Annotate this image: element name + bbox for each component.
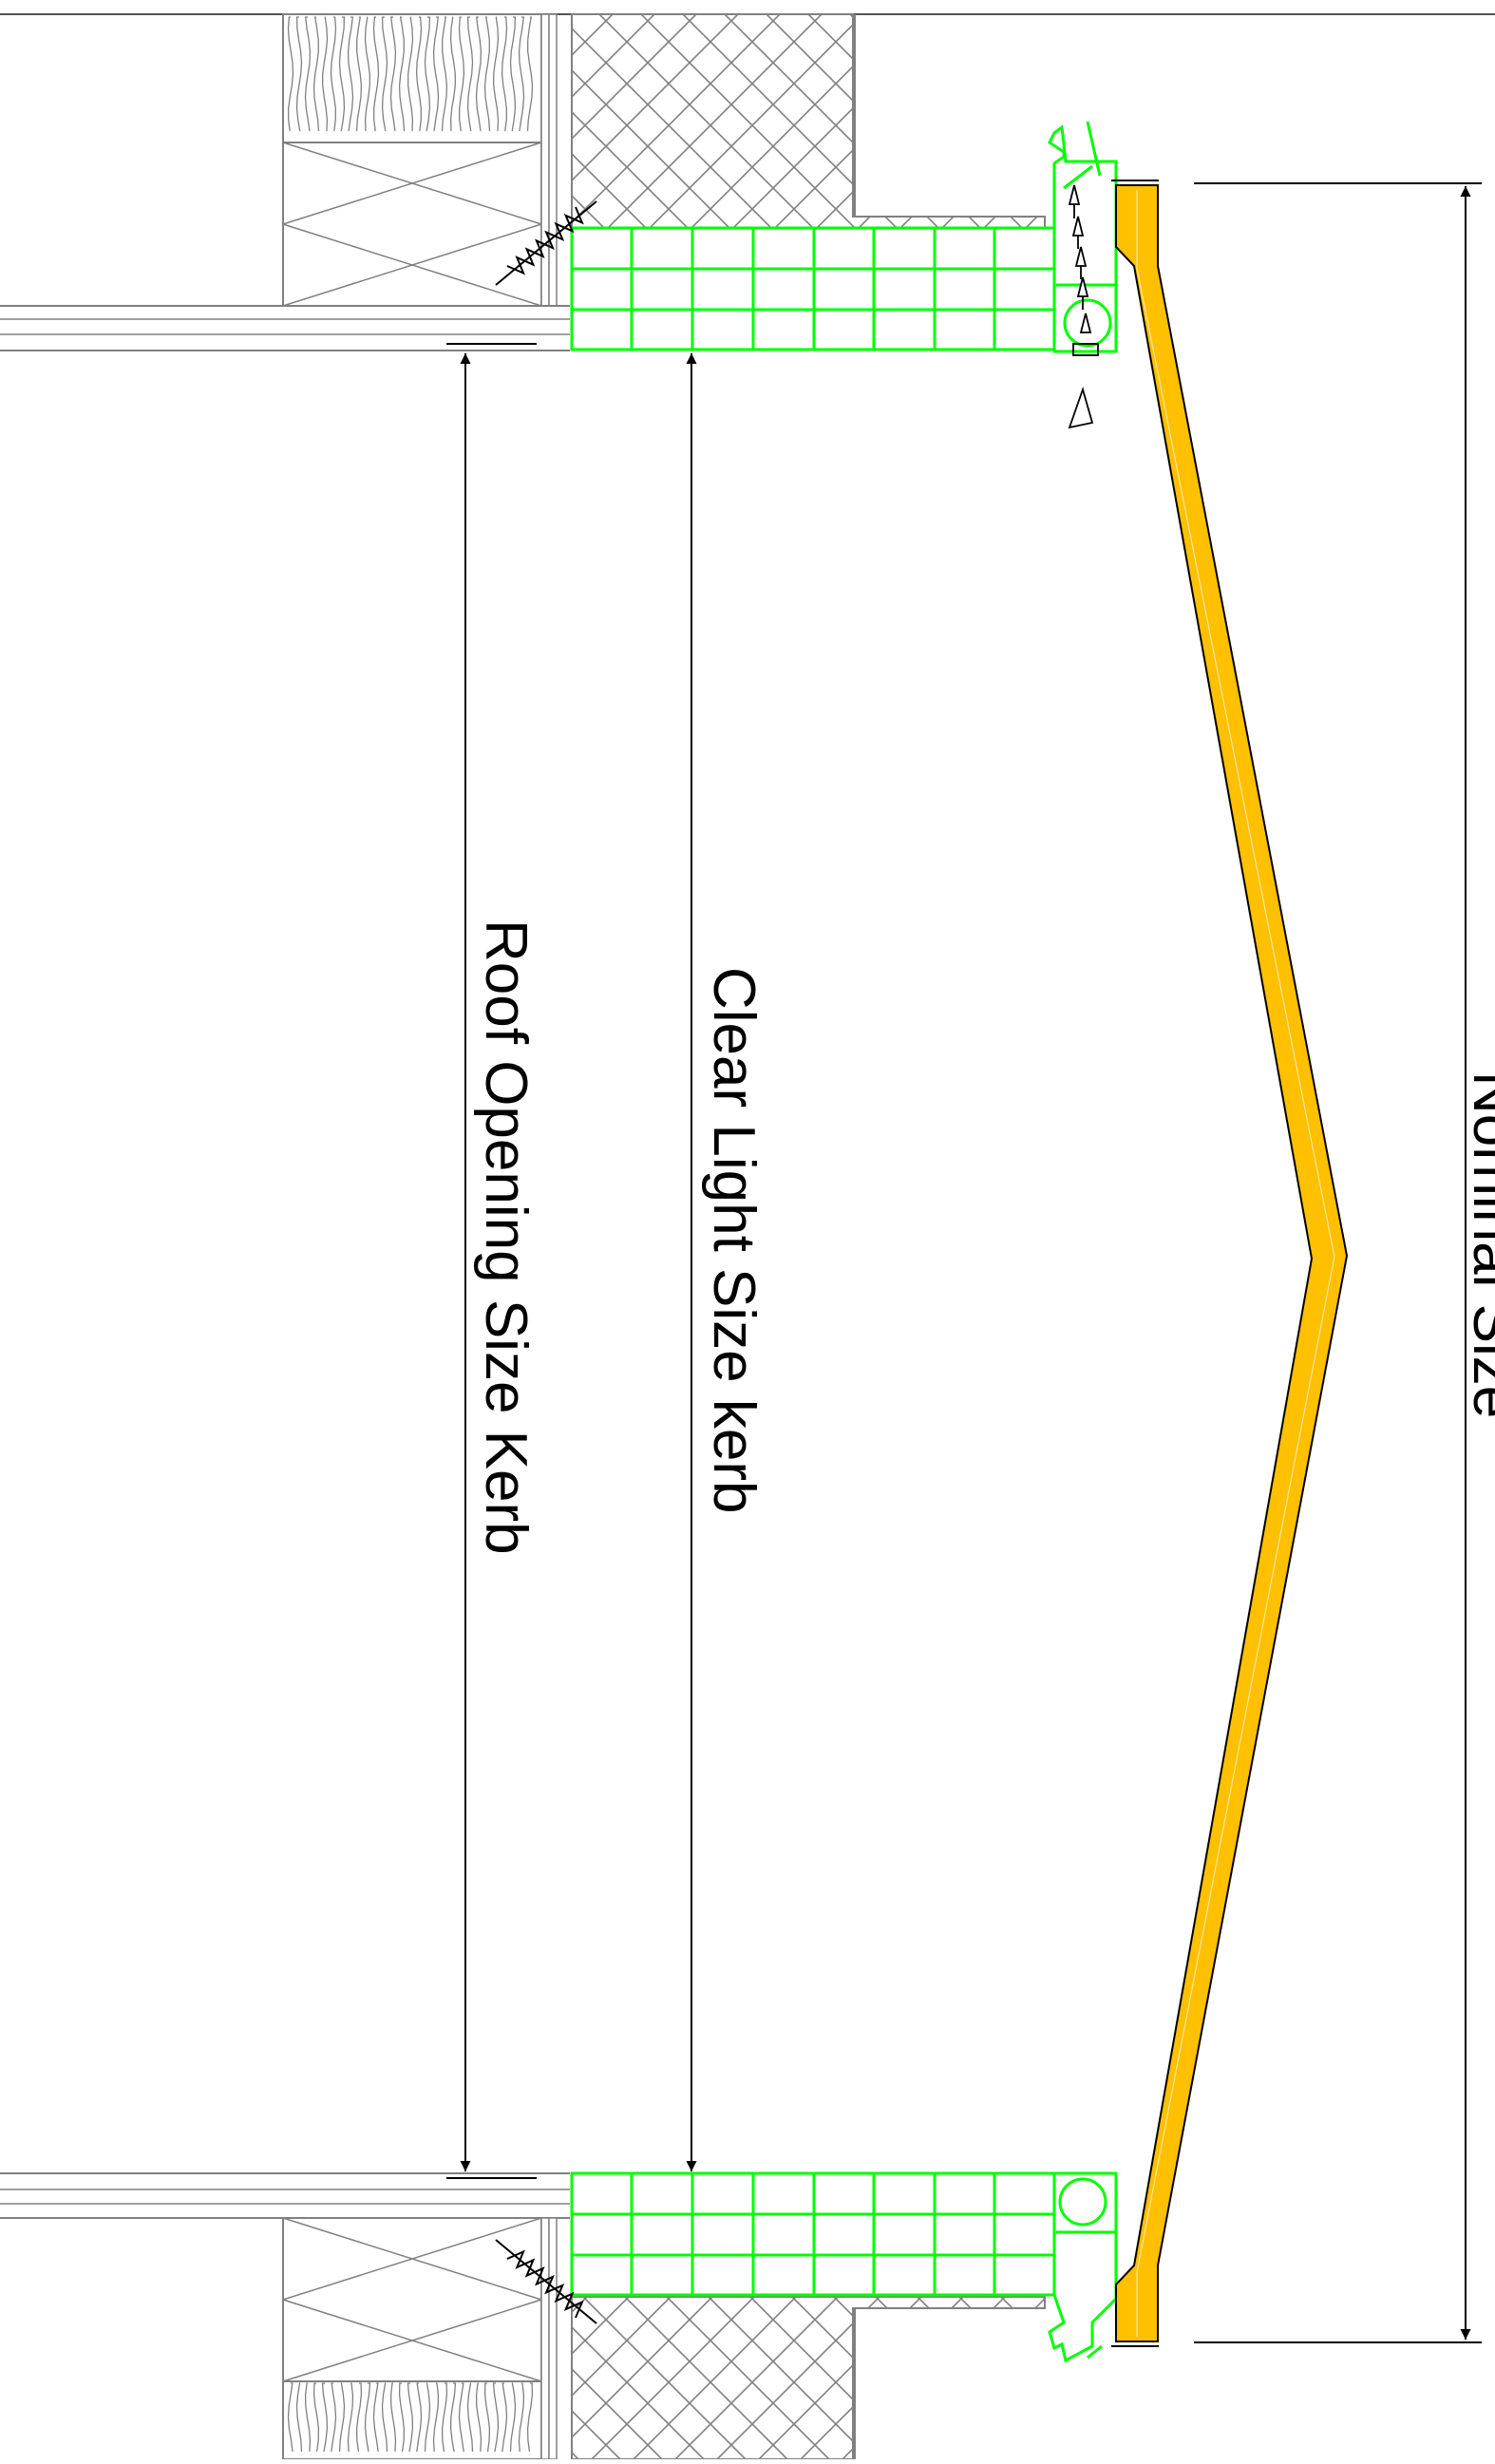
top-kerb-profile: [570, 121, 1118, 353]
nominal-size-label: Nominal Size: [1461, 1071, 1495, 1418]
nominal-size-dimension: [1194, 182, 1482, 2343]
top-fixing-screw: [495, 200, 597, 286]
bottom-fixing-screw: [495, 2239, 597, 2324]
ventilation-arrows: [1068, 184, 1099, 429]
dome-glazing: [1111, 180, 1349, 2347]
clear-light-label: Clear Light Size kerb: [701, 967, 766, 1514]
bottom-kerb-profile: [570, 2171, 1118, 2363]
top-substrate: [0, 13, 1046, 351]
roof-opening-dimension: [446, 343, 537, 2179]
roof-opening-label: Roof Opening Size Kerb: [473, 919, 539, 1555]
